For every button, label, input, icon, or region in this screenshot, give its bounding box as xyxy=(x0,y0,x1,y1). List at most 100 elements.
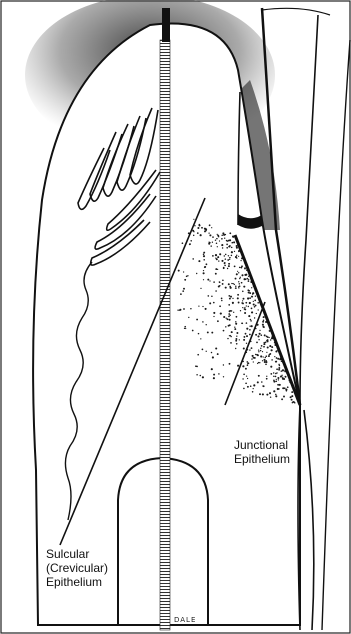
stipple-dot xyxy=(216,258,218,260)
stipple-dot xyxy=(239,283,240,284)
stipple-dot xyxy=(234,284,235,285)
stipple-dot xyxy=(244,268,246,270)
stipple-dot xyxy=(251,287,252,288)
stipple-dot xyxy=(242,378,243,379)
stipple-dot xyxy=(245,274,247,276)
stipple-dot xyxy=(247,363,248,364)
stipple-dot xyxy=(241,265,243,267)
stipple-dot xyxy=(253,384,255,386)
stipple-dot xyxy=(212,356,214,358)
stipple-dot xyxy=(256,313,257,314)
stipple-dot xyxy=(277,384,279,386)
stipple-dot xyxy=(253,303,255,305)
stipple-dot xyxy=(208,243,210,245)
stipple-dot xyxy=(209,224,211,226)
stipple-dot xyxy=(186,275,188,277)
stipple-dot xyxy=(229,298,231,300)
stipple-dot xyxy=(196,374,198,376)
stipple-dot xyxy=(203,255,205,257)
stipple-dot xyxy=(273,390,275,392)
stipple-dot xyxy=(228,283,230,285)
stipple-dot xyxy=(240,277,241,278)
tooth-top-curve xyxy=(262,8,330,15)
stipple-dot xyxy=(217,320,219,322)
stipple-dot xyxy=(207,331,209,333)
stipple-dot xyxy=(203,259,205,261)
stipple-dot xyxy=(242,307,243,308)
stipple-dot xyxy=(252,391,254,393)
stipple-dot xyxy=(290,396,292,398)
stipple-dot xyxy=(248,306,249,307)
stipple-dot xyxy=(257,335,259,337)
stipple-dot xyxy=(246,322,248,324)
stipple-dot xyxy=(239,267,241,269)
stipple-dot xyxy=(203,252,205,254)
stipple-dot xyxy=(196,366,198,368)
stipple-dot xyxy=(219,285,220,286)
stipple-dot xyxy=(227,259,229,261)
stipple-dot xyxy=(251,358,252,359)
stipple-dot xyxy=(232,242,233,243)
stipple-dot xyxy=(249,326,250,327)
stipple-dot xyxy=(208,232,209,233)
stipple-dot xyxy=(231,310,233,312)
stipple-dot xyxy=(277,377,279,379)
stipple-dot xyxy=(220,313,222,315)
stipple-dot xyxy=(203,272,205,274)
stipple-dot xyxy=(249,349,250,350)
stipple-dot xyxy=(282,377,283,378)
stipple-dot xyxy=(219,282,220,283)
stipple-dot xyxy=(240,260,241,261)
stipple-dot xyxy=(243,347,245,349)
stipple-dot xyxy=(215,273,217,275)
stipple-dot xyxy=(212,255,214,257)
stipple-dot xyxy=(219,253,221,255)
stipple-dot xyxy=(257,381,259,383)
stipple-dot xyxy=(245,278,247,280)
stipple-dot xyxy=(262,326,264,328)
stipple-dot xyxy=(281,375,282,376)
stipple-dot xyxy=(273,372,274,373)
stipple-dot xyxy=(183,308,185,310)
stipple-dot xyxy=(226,244,228,246)
stipple-dot xyxy=(197,354,199,356)
stipple-dot xyxy=(236,332,238,334)
stipple-dot xyxy=(222,279,224,281)
stipple-dot xyxy=(291,391,293,393)
stipple-dot xyxy=(235,340,237,342)
stipple-dot xyxy=(234,327,235,328)
artist-signature: DALE xyxy=(174,616,196,624)
stipple-dot xyxy=(279,384,281,386)
stipple-dot xyxy=(243,339,245,341)
stipple-dot xyxy=(221,298,223,300)
stipple-dot xyxy=(247,278,249,280)
stipple-dot xyxy=(246,361,248,363)
stipple-dot xyxy=(263,346,265,348)
stipple-dot xyxy=(245,368,247,370)
stipple-dot xyxy=(248,279,249,280)
stipple-dot xyxy=(238,272,239,273)
stipple-dot xyxy=(223,316,225,318)
stipple-dot xyxy=(197,232,199,234)
stipple-dot xyxy=(229,257,231,259)
stipple-dot xyxy=(251,296,253,298)
stipple-dot xyxy=(279,365,281,367)
stipple-dot xyxy=(263,316,265,318)
stipple-dot xyxy=(203,279,204,280)
stipple-dot xyxy=(217,235,219,237)
stipple-dot xyxy=(198,260,200,262)
stipple-dot xyxy=(236,245,238,247)
stipple-dot xyxy=(209,302,211,304)
stipple-dot xyxy=(217,246,218,247)
stipple-dot xyxy=(291,395,293,397)
stipple-dot xyxy=(234,251,235,252)
stipple-dot xyxy=(262,351,263,352)
stipple-dot xyxy=(227,241,228,242)
stipple-dot xyxy=(243,388,245,390)
stipple-dot xyxy=(193,231,194,232)
stipple-dot xyxy=(247,297,249,299)
stipple-dot xyxy=(264,342,265,343)
stipple-dot xyxy=(213,374,215,376)
stipple-dot xyxy=(273,380,275,382)
